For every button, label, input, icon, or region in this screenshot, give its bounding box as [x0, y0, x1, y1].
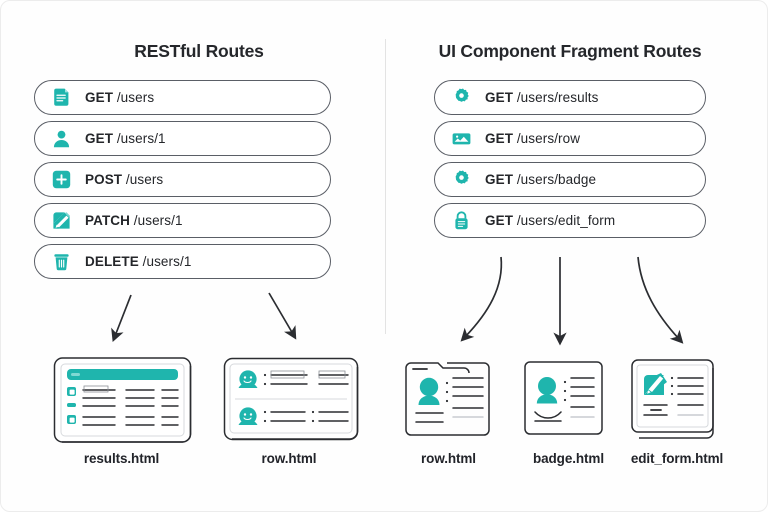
- restful-routes-column: RESTful Routes GET /users: [34, 41, 364, 285]
- results-mockup: [50, 353, 193, 450]
- route-pill-get-users-1[interactable]: GET /users/1: [34, 121, 332, 158]
- route-pill-get-users-edit-form[interactable]: GET /users/edit_form: [434, 203, 707, 240]
- route-pill-post-users[interactable]: POST /users: [34, 162, 332, 199]
- route-pill-get-users-badge[interactable]: GET /users/badge: [434, 162, 707, 199]
- arrow-to-edit-form: [637, 256, 684, 344]
- route-label: POST /users: [85, 172, 164, 187]
- route-pill-get-users[interactable]: GET /users: [34, 80, 332, 117]
- row-mockup-left-label: row.html: [261, 451, 317, 466]
- fragment-routes-title: UI Component Fragment Routes: [438, 41, 702, 61]
- route-pill-delete-users-1[interactable]: DELETE /users/1: [34, 244, 332, 281]
- route-label: GET /users/1: [85, 131, 166, 146]
- lock-icon: [451, 210, 472, 231]
- row-fragment-mockup-label: row.html: [421, 451, 476, 466]
- edit-form-mockup-label: edit_form.html: [630, 451, 724, 466]
- results-mockup-label: results.html: [83, 451, 160, 466]
- card-icon: [451, 128, 472, 149]
- route-label: PATCH /users/1: [85, 213, 183, 228]
- row-mockup-left: [221, 355, 361, 450]
- route-label: DELETE /users/1: [85, 254, 192, 269]
- arrow-to-row-left: [268, 292, 297, 340]
- route-label: GET /users/badge: [485, 172, 597, 187]
- route-label: GET /users: [85, 90, 155, 105]
- route-pill-get-users-results[interactable]: GET /users/results: [434, 80, 707, 117]
- plus-icon: [51, 169, 72, 190]
- edit-form-mockup: [629, 357, 721, 446]
- route-label: GET /users/row: [485, 131, 581, 146]
- badge-mockup: [522, 359, 605, 444]
- route-label: GET /users/edit_form: [485, 213, 616, 228]
- badge-mockup-label: badge.html: [532, 451, 604, 466]
- arrow-to-row-fragment: [460, 256, 503, 342]
- row-fragment-mockup: [403, 357, 495, 446]
- trash-icon: [51, 251, 72, 272]
- route-pill-patch-users-1[interactable]: PATCH /users/1: [34, 203, 332, 240]
- gear-icon: [451, 169, 472, 190]
- route-pill-get-users-row[interactable]: GET /users/row: [434, 121, 707, 158]
- pencil-icon: [51, 210, 72, 231]
- column-divider: [385, 39, 386, 334]
- fragment-routes-column: UI Component Fragment Routes GET /users/…: [405, 41, 735, 244]
- restful-routes-title: RESTful Routes: [134, 41, 264, 61]
- gear-icon: [451, 87, 472, 108]
- user-icon: [51, 128, 72, 149]
- arrow-to-results: [111, 294, 132, 343]
- document-icon: [51, 87, 72, 108]
- route-label: GET /users/results: [485, 90, 599, 105]
